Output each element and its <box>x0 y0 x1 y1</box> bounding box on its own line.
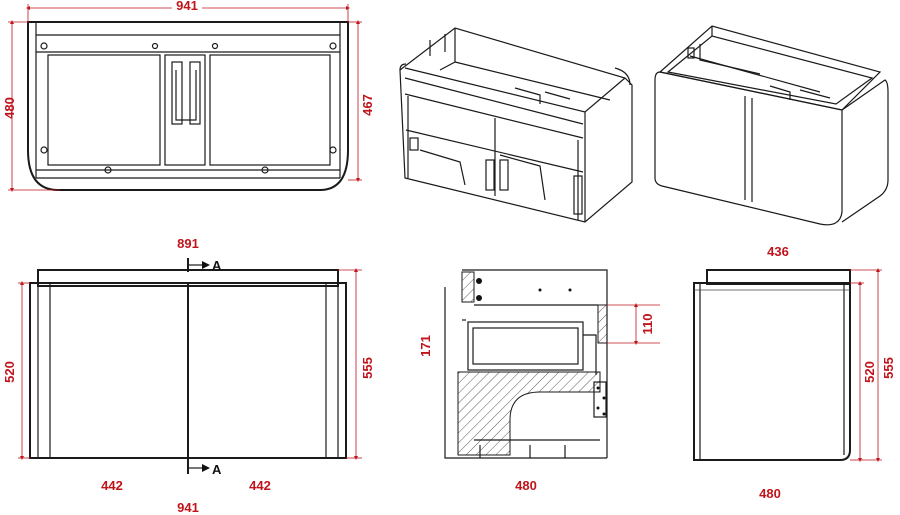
top-height-label: 480 <box>2 97 17 119</box>
side-right-height-label: 555 <box>881 357 896 379</box>
front-left-height-label: 520 <box>2 361 17 383</box>
section-a-top-label: A <box>212 258 222 273</box>
top-view <box>27 21 350 191</box>
top-width-dimension: 941 <box>26 0 350 22</box>
front-bottom-width-label: 941 <box>177 500 199 515</box>
top-side-dimension: 467 <box>348 20 375 182</box>
side-right-height-dimension: 555 <box>850 268 896 462</box>
front-left-height-dimension: 520 <box>2 281 30 460</box>
section-height-label: 171 <box>418 335 433 357</box>
side-left-height-label: 520 <box>862 361 877 383</box>
section-mark-bottom: A <box>187 458 222 477</box>
side-view <box>693 269 851 461</box>
section-opening-label: 110 <box>640 314 655 335</box>
top-height-dimension: 480 <box>2 20 60 192</box>
top-width-label: 941 <box>176 0 198 13</box>
front-right-door-label: 442 <box>249 478 271 493</box>
section-view <box>444 269 608 459</box>
front-top-width-label: 891 <box>177 236 199 251</box>
front-top-dimension: 891 <box>177 236 199 251</box>
section-height-dimension: 171 <box>418 335 433 357</box>
front-right-height-dimension: 555 <box>338 268 375 460</box>
front-left-door-label: 442 <box>101 478 123 493</box>
top-side-label: 467 <box>360 94 375 116</box>
section-opening-dimension: 110 <box>607 303 660 345</box>
section-mark-top: A <box>187 258 222 273</box>
front-view <box>29 269 347 459</box>
front-right-height-label: 555 <box>360 357 375 379</box>
side-left-height-dimension: 520 <box>850 281 877 462</box>
side-top-depth-label: 436 <box>767 244 789 259</box>
isometric-open-view <box>399 27 633 223</box>
section-a-bottom-label: A <box>212 462 222 477</box>
isometric-closed-view <box>654 25 889 226</box>
side-depth-label: 480 <box>759 486 781 501</box>
section-depth-label: 480 <box>515 478 537 493</box>
